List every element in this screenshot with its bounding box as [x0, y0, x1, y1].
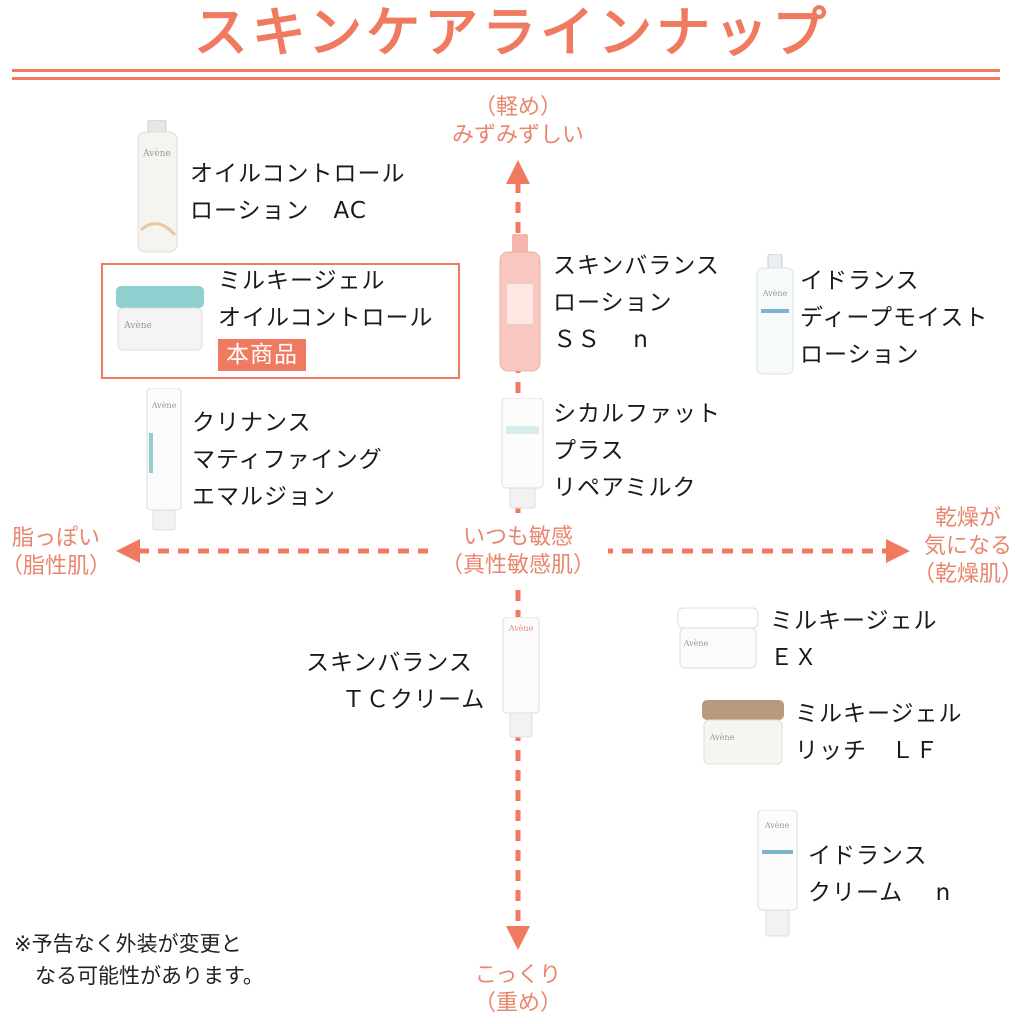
arrowhead-down-icon	[506, 926, 530, 950]
arrowhead-left-icon	[116, 539, 140, 563]
milky-gel-ex-image: Avène	[677, 607, 759, 669]
label-cleanance-emulsion: クリナンスマティファイングエマルジョン	[192, 410, 383, 510]
title-rule-bottom	[12, 77, 1000, 80]
label-hydrance-cream: イドランスクリーム n	[808, 843, 952, 906]
page-title: スキンケアラインナップ	[193, 1, 831, 64]
svg-text:Avène: Avène	[709, 733, 735, 742]
label-milky-gel-rich: ミルキージェルリッチ ＬＦ	[795, 701, 963, 764]
packaging-note: ※予告なく外装が変更と なる可能性があります。	[14, 932, 264, 988]
cicalfate-milk-image	[501, 398, 544, 509]
axis-label-top: （軽め）みずみずしい	[451, 95, 584, 148]
skin-balance-lotion-image	[499, 234, 541, 372]
axis-label-left: 脂っぽい（脂性肌）	[0, 526, 111, 579]
axis-label-right: 乾燥が気になる（乾燥肌）	[912, 506, 1023, 587]
current-product-badge: 本商品	[218, 339, 306, 371]
svg-text:Avène: Avène	[762, 289, 788, 298]
svg-text:Avène: Avène	[508, 624, 534, 633]
svg-text:Avène: Avène	[142, 148, 171, 159]
label-cicalfate-milk: シカルファットプラスリペアミルク	[553, 401, 721, 501]
oil-control-lotion-image: Avène	[137, 120, 178, 253]
title-rule-top	[12, 69, 1000, 72]
skin-balance-tc-cream-image: Avène	[502, 617, 540, 738]
hydrance-cream-image: Avène	[757, 810, 798, 937]
current-product-frame	[101, 263, 460, 379]
svg-text:Avène: Avène	[764, 821, 790, 830]
hydrance-lotion-image: Avène	[756, 254, 794, 375]
axis-label-bottom: こっくり（重め）	[473, 963, 562, 1016]
milky-gel-oil-control-image: Avène	[116, 286, 204, 351]
label-hydrance-lotion: イドランスディープモイストローション	[800, 268, 989, 368]
svg-text:Avène: Avène	[123, 320, 152, 331]
label-milky-gel-oil-control: ミルキージェルオイルコントロール 本商品	[218, 263, 434, 374]
arrowhead-up-icon	[506, 160, 530, 184]
cleanance-emulsion-image: Avène	[146, 388, 182, 531]
svg-text:Avène: Avène	[151, 401, 177, 410]
arrowhead-right-icon	[886, 539, 910, 563]
svg-text:Avène: Avène	[683, 639, 709, 648]
label-oil-control-lotion: オイルコントロールローション AC	[190, 161, 406, 224]
milky-gel-rich-image: Avène	[702, 700, 784, 765]
axis-label-center: いつも敏感（真性敏感肌）	[428, 524, 608, 580]
